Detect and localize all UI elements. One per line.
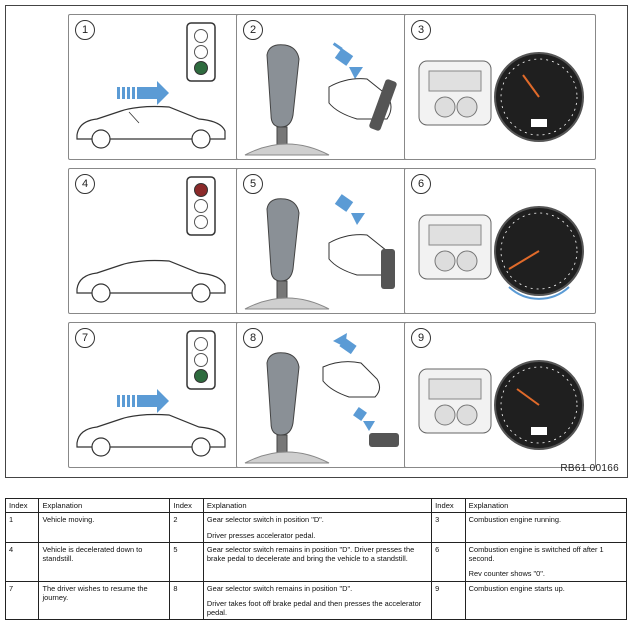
explanation-cell: Gear selector switch in position "D". Dri… [202,512,433,543]
index-cell: 3 [431,512,466,543]
car-moving-green-light-icon [76,22,226,149]
index-cell: 5 [169,541,204,582]
engine-starts-rev-counter-icon [418,360,584,450]
panel-2: 2 [236,14,428,160]
car-stopped-red-light-icon [76,176,226,303]
panel-number: 5 [243,174,263,194]
explanation-cell: Gear selector switch remains in position… [202,580,433,620]
legend-table: Index Explanation Index Explanation Inde… [4,497,628,620]
explanation-line: Rev counter shows "0". [468,569,545,579]
explanation-line: Driver presses accelerator pedal. [206,530,316,540]
header-index: Index [4,497,40,514]
explanation-cell: Vehicle moving. [38,512,171,543]
panel-number: 4 [75,174,95,194]
panel-4: 4 [68,168,260,314]
header-index: Index [169,497,204,514]
explanation-cell: The driver wishes to resume the journey. [38,580,171,620]
panel-1: 1 [68,14,260,160]
index-cell: 8 [169,580,204,620]
engine-off-rev-counter-icon [418,206,584,300]
panel-8: 8 [236,322,428,468]
panel-number: 3 [411,20,431,40]
legend-header-row: Index Explanation Index Explanation Inde… [4,497,628,514]
panel-9: 9 [404,322,596,468]
figure-frame: 1 2 3 [5,5,628,478]
gear-selector-foot-off-brake-icon [244,333,399,464]
explanation-cell: Gear selector switch remains in position… [202,541,433,582]
explanation-cell: Combustion engine is switched off after … [464,541,628,582]
car-resume-green-light-icon [76,330,226,457]
panel-5: 5 [236,168,428,314]
panel-3: 3 [404,14,596,160]
gear-selector-brake-icon [244,194,395,310]
index-cell: 7 [4,580,40,620]
header-explanation: Explanation [38,497,171,514]
panel-7: 7 [68,322,260,468]
index-cell: 4 [4,541,40,582]
explanation-cell: Vehicle is decelerated down to standstil… [38,541,171,582]
index-cell: 6 [431,541,466,582]
engine-running-rev-counter-icon [418,52,584,142]
table-row: 1 Vehicle moving. 2 Gear selector switch… [4,512,628,543]
table-row: 7 The driver wishes to resume the journe… [4,580,628,620]
panel-number: 1 [75,20,95,40]
explanation-line: Gear selector switch in position "D". [206,515,324,525]
explanation-line: Combustion engine is switched off after … [468,544,604,564]
explanation-cell: Combustion engine running. [464,512,628,543]
panel-number: 9 [411,328,431,348]
explanation-line: Gear selector switch remains in position… [206,583,353,593]
header-index: Index [431,497,466,514]
explanation-cell: Combustion engine starts up. [464,580,628,620]
index-cell: 2 [169,512,204,543]
index-cell: 1 [4,512,40,543]
panel-number: 8 [243,328,263,348]
panel-6: 6 [404,168,596,314]
explanation-line: Driver takes foot off brake pedal and th… [206,598,422,618]
figure-code: RB61 00166 [560,463,619,474]
header-explanation: Explanation [202,497,433,514]
index-cell: 9 [431,580,466,620]
panel-number: 2 [243,20,263,40]
panel-number: 7 [75,328,95,348]
panel-number: 6 [411,174,431,194]
table-row: 4 Vehicle is decelerated down to standst… [4,541,628,582]
gear-selector-accelerator-icon [244,42,397,156]
header-explanation: Explanation [464,497,628,514]
